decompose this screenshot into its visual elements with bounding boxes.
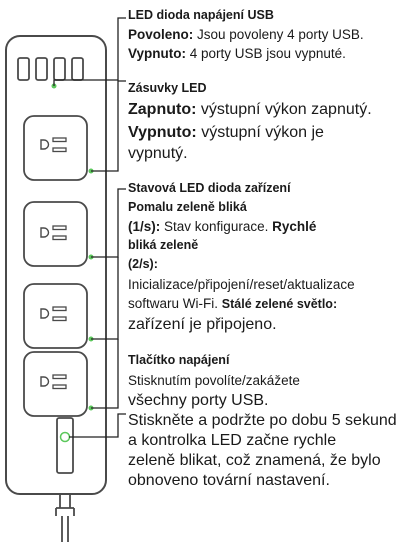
usb-led-off-line: Vypnuto: 4 porty USB jsou vypnuté.	[128, 46, 346, 62]
socket-led-on-line: Zapnuto: výstupní výkon zapnutý.	[128, 100, 372, 119]
power-button-line-1: Stisknutím povolíte/zakážete	[128, 373, 300, 388]
status-led-solid-text: zařízení je připojeno.	[128, 316, 277, 333]
status-led-fast-label-2: bliká zeleně	[128, 238, 199, 252]
outlet-2	[23, 201, 88, 267]
power-button-line-3: Stiskněte a podržte po dobu 5 sekund	[128, 412, 397, 429]
power-button-line-6: obnoveno tovární nastavení.	[128, 472, 330, 489]
status-led-callout-1	[91, 188, 126, 258]
socket-led-on-label: Zapnuto:	[128, 101, 197, 118]
usb-port	[53, 57, 66, 81]
power-button-callout	[69, 413, 126, 438]
power-cord	[55, 494, 75, 542]
power-button	[56, 417, 74, 474]
usb-led-off-text: 4 porty USB jsou vypnuté.	[189, 46, 346, 61]
power-button-line-4: a kontrolka LED začne rychle	[128, 432, 337, 449]
power-button-line-5: zeleně blikat, což znamená, že bylo	[128, 452, 381, 469]
usb-led-on-line: Povoleno: Jsou povoleny 4 porty USB.	[128, 27, 364, 43]
outlet-3	[23, 283, 88, 349]
status-led-fast-text-1: Inicializace/připojení/reset/aktualizace	[128, 277, 355, 292]
status-led-slow-label: Pomalu zeleně bliká	[128, 200, 247, 214]
status-led-title: Stavová LED dioda zařízení	[128, 181, 291, 195]
socket-led-off-text-2: vypnutý.	[128, 145, 188, 162]
status-led-fast-rate: (2/s):	[128, 257, 158, 271]
status-led-slow-line: (1/s): Stav konfigurace. Rychlé	[128, 219, 316, 235]
usb-led-on-text: Jsou povoleny 4 porty USB.	[197, 27, 364, 42]
status-led-slow-text: Stav konfigurace.	[164, 219, 269, 234]
power-button-title: Tlačítko napájení	[128, 353, 230, 367]
socket-led-callout	[91, 80, 126, 172]
usb-port	[17, 57, 30, 81]
status-led-slow-rate: (1/s):	[128, 219, 161, 234]
status-led-fast-line-2: softwaru Wi-Fi. Stálé zelené světlo:	[128, 296, 337, 312]
usb-port	[71, 57, 84, 81]
socket-led-off-line: Vypnuto: výstupní výkon je	[128, 123, 324, 142]
status-led-fast-text-2: softwaru Wi-Fi.	[128, 296, 219, 311]
callout-lines	[53, 17, 126, 438]
usb-led-callout	[53, 17, 126, 86]
usb-port	[35, 57, 48, 81]
usb-led-title: LED dioda napájení USB	[128, 8, 274, 22]
socket-led-off-label: Vypnuto:	[128, 124, 197, 141]
status-led-callout-3	[91, 339, 119, 409]
outlet-1	[23, 115, 88, 181]
outlet-4	[23, 351, 88, 417]
socket-led-on-text: výstupní výkon zapnutý.	[200, 101, 372, 118]
usb-ports	[17, 57, 84, 81]
power-button-line-2: všechny porty USB.	[128, 392, 269, 409]
usb-led-on-label: Povoleno:	[128, 27, 194, 42]
socket-led-title: Zásuvky LED	[128, 81, 207, 95]
status-led-solid-label: Stálé zelené světlo:	[221, 297, 338, 311]
socket-led-off-text: výstupní výkon je	[201, 124, 324, 141]
usb-led-off-label: Vypnuto:	[128, 46, 186, 61]
status-led-fast-label-1: Rychlé	[272, 219, 317, 234]
